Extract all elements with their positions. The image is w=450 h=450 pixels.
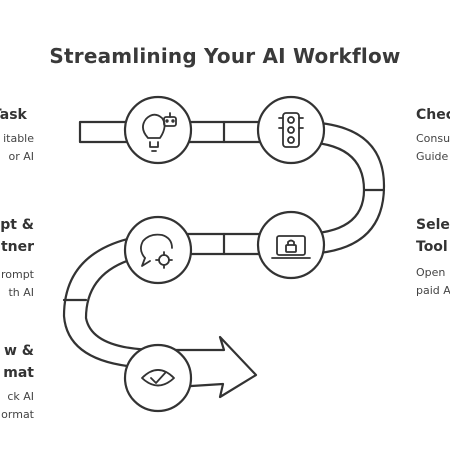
eye-check-icon — [141, 369, 175, 387]
step-4-desc: rompt th AI — [0, 268, 34, 299]
lightbulb-robot-icon — [142, 112, 177, 152]
laptop-lock-icon — [271, 235, 311, 259]
step-node-5 — [123, 343, 193, 413]
step-1-title: Task — [0, 107, 27, 123]
step-3-title: Sele Tool — [416, 217, 450, 255]
step-1-desc: itable or AI — [3, 132, 34, 163]
step-node-2 — [256, 95, 326, 165]
path-arrow — [158, 335, 258, 399]
step-node-1 — [123, 95, 193, 165]
step-5-title: w & mat — [3, 343, 34, 381]
step-2-desc: Consu Guide — [416, 132, 450, 163]
step-5-desc: ck AI ormat — [1, 390, 34, 421]
path-segment-left-curve — [62, 232, 162, 370]
step-3-desc: Open paid A — [416, 266, 450, 297]
step-node-4 — [123, 215, 193, 285]
diagram-title: Streamlining Your AI Workflow — [49, 44, 401, 68]
step-4-title: pt & tner — [0, 217, 34, 255]
traffic-light-icon — [278, 112, 304, 148]
step-2-title: Chec — [416, 107, 450, 123]
chat-gear-icon — [140, 233, 173, 269]
